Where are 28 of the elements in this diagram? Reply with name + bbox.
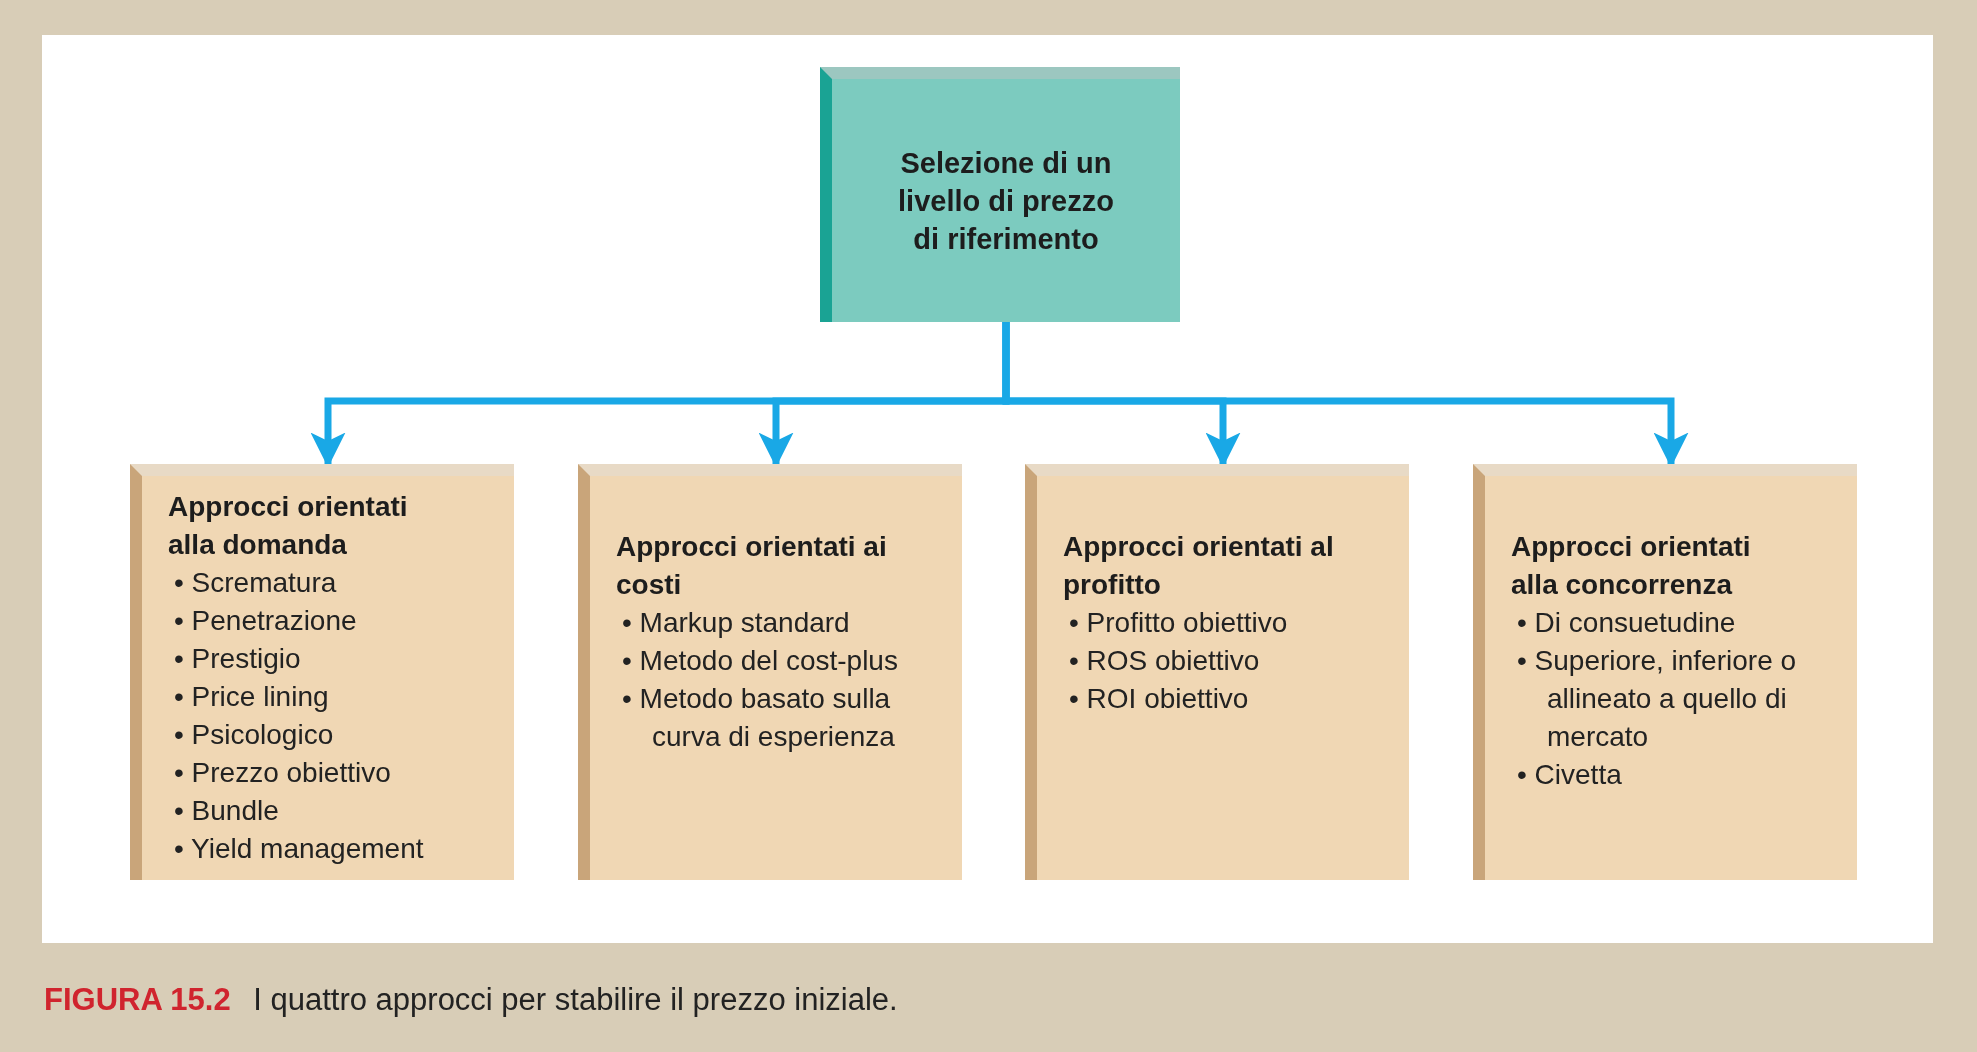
bullet-item: • ROS obiettivo — [1068, 644, 1261, 678]
root-box — [820, 67, 1180, 322]
bullet-item: • Scrematura — [173, 566, 338, 600]
box-heading: Approcci orientati al profitto — [1063, 530, 1335, 602]
category-box — [130, 464, 514, 880]
figure-caption: FIGURA 15.2 I quattro approcci per stabilire il prezzo iniziale. — [44, 982, 898, 1018]
category-box — [578, 464, 962, 880]
bullet-item: • Metodo del cost-plus — [621, 644, 899, 678]
category-box — [1473, 464, 1857, 880]
category-box — [1025, 464, 1409, 880]
bullet-item: • Penetrazione — [173, 604, 358, 638]
bullet-item: • Prezzo obiettivo — [173, 756, 392, 790]
box-heading: Approcci orientati ai costi — [616, 530, 888, 602]
bullet-item: • ROI obiettivo — [1068, 682, 1250, 716]
bullet-item: • Superiore, inferiore o allineato a quello di mercato — [1516, 644, 1798, 754]
bullet-item: • Markup standard — [621, 606, 851, 640]
bullet-item: • Di consuetudine — [1516, 606, 1737, 640]
box-heading: Selezione di un livello di prezzo di riferimento — [897, 145, 1115, 257]
bullet-item: • Bundle — [173, 794, 280, 828]
box-heading: Approcci orientati alla domanda — [168, 490, 409, 562]
box-heading: Approcci orientati alla concorrenza — [1511, 530, 1752, 602]
bullet-item: • Psicologico — [173, 718, 335, 752]
bullet-item: • Yield management — [173, 832, 425, 866]
bullet-item: • Prestigio — [173, 642, 302, 676]
bullet-item: • Civetta — [1516, 758, 1623, 792]
bullet-item: • Metodo basato sulla curva di esperienza — [621, 682, 896, 754]
bullet-item: • Profitto obiettivo — [1068, 606, 1289, 640]
bullet-item: • Price lining — [173, 680, 330, 714]
